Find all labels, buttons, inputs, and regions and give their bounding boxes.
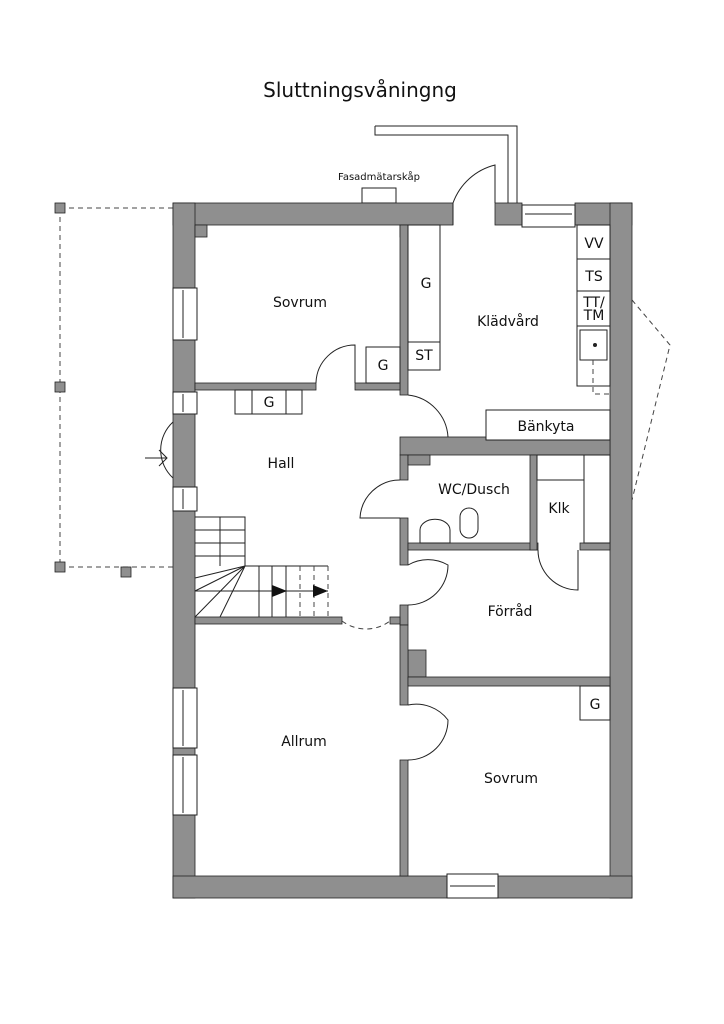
wardrobe-label: G — [378, 358, 389, 374]
terrace-post — [54, 381, 66, 393]
dryer-cabinet-label: TS — [584, 269, 603, 285]
room-hall: Hall — [268, 456, 295, 472]
interior-walls — [194, 224, 611, 877]
wardrobe-label: G — [590, 697, 601, 713]
outer-walls — [172, 202, 633, 899]
fixtures — [234, 224, 611, 721]
room-wc: WC/Dusch — [438, 482, 510, 498]
storage-label: ST — [415, 348, 433, 364]
staircase — [194, 516, 329, 618]
room-forrad: Förråd — [488, 603, 533, 620]
wardrobe-label: G — [264, 395, 275, 411]
windows — [172, 204, 576, 899]
room-kladvard: Klädvård — [477, 313, 539, 330]
counter-label: Bänkyta — [517, 419, 574, 435]
water-heater-label: VV — [584, 236, 604, 252]
room-sovrum-bottom: Sovrum — [484, 771, 538, 787]
terrace-outline — [59, 207, 173, 568]
terrace-post — [54, 202, 66, 214]
room-klk: Klk — [548, 501, 570, 517]
room-allrum: Allrum — [281, 734, 327, 750]
plan-title: Sluttningsvåningng — [263, 78, 457, 102]
washing-machine-label: TM — [583, 308, 605, 324]
meter-cabinet — [361, 187, 397, 204]
terrace-post — [120, 566, 132, 578]
canopy — [374, 125, 518, 203]
tumble-dryer-label: TT/ — [582, 295, 605, 311]
doors — [145, 164, 579, 761]
meter-cabinet-label: Fasadmätarskåp — [338, 170, 420, 183]
bay-outline — [631, 299, 671, 501]
room-sovrum-top: Sovrum — [273, 295, 327, 311]
terrace-post — [54, 561, 66, 573]
wardrobe-label: G — [421, 276, 432, 292]
